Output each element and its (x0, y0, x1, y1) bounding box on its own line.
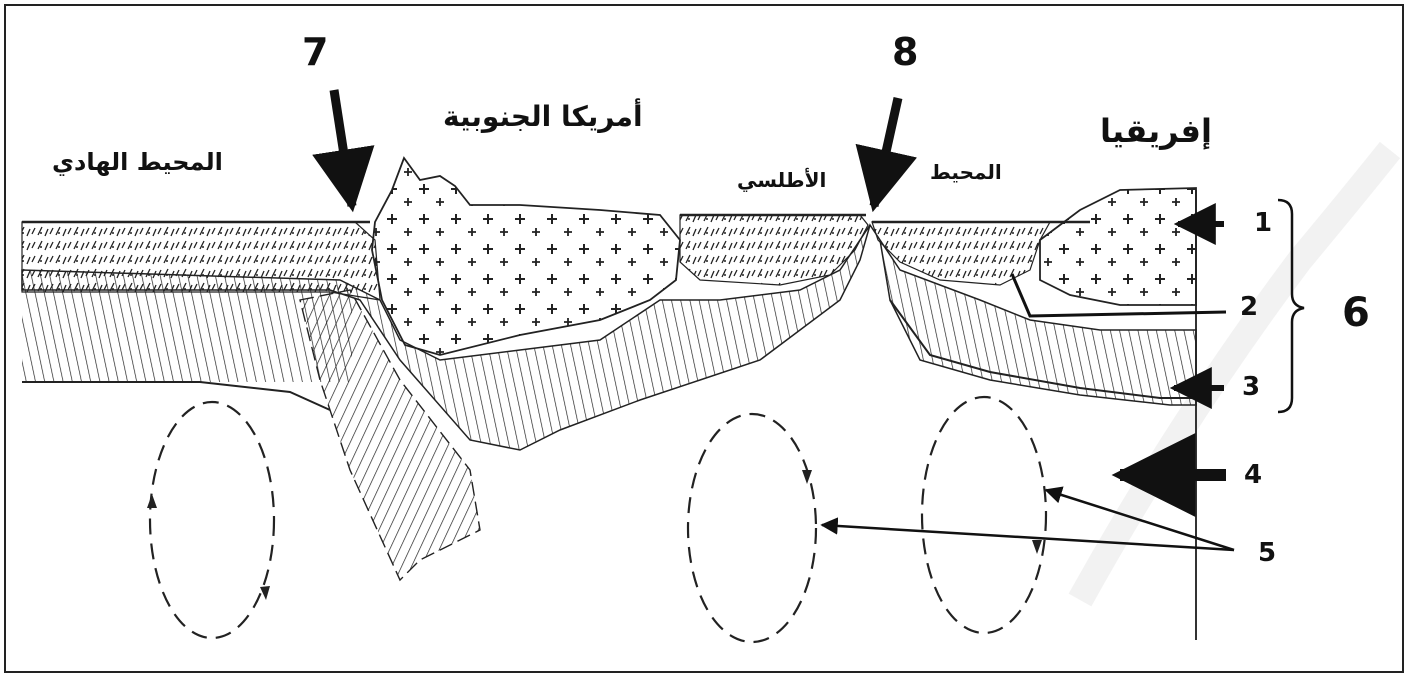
marker-8: 8 (892, 30, 918, 74)
arrow-8 (874, 98, 898, 206)
marker-4: 4 (1244, 460, 1262, 490)
marker-1: 1 (1254, 208, 1272, 238)
convection-cells (150, 397, 1046, 642)
pacific-crust (22, 222, 380, 300)
marker-3: 3 (1242, 372, 1260, 402)
label-africa: إفريقيا (1100, 112, 1212, 150)
label-ocean: المحيط (930, 160, 1002, 184)
label-pacific-ocean: المحيط الهادي (52, 148, 223, 176)
convection-cell-pacific (150, 402, 274, 638)
marker-6: 6 (1342, 290, 1370, 336)
convection-cell-atlantic-west (688, 414, 816, 642)
convection-flow-arrows (147, 470, 1042, 600)
marker-7: 7 (302, 30, 328, 74)
label-south-america: أمريكا الجنوبية (443, 100, 643, 133)
marker-5: 5 (1258, 538, 1276, 568)
pointer-5a (822, 525, 1234, 550)
arrow-7 (334, 90, 352, 206)
africa-continent (1040, 188, 1196, 305)
marker-2: 2 (1240, 292, 1258, 322)
convection-cell-atlantic-east (922, 397, 1046, 633)
label-atlantic: الأطلسي (737, 168, 826, 192)
